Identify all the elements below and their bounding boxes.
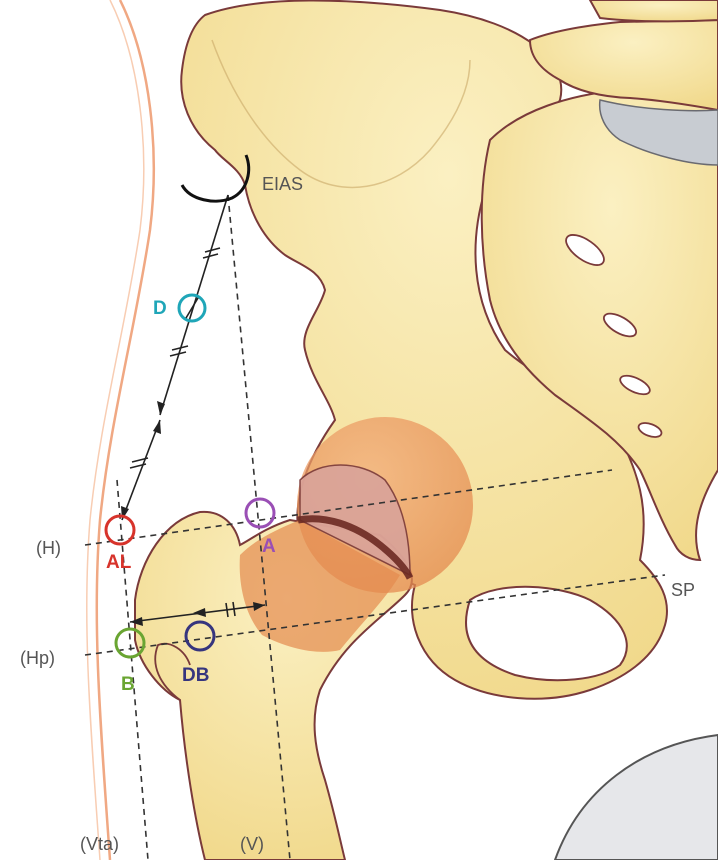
skin-contour: [87, 0, 154, 860]
label-a: A: [262, 536, 276, 557]
label-b: B: [121, 674, 135, 695]
label-db: DB: [182, 665, 209, 686]
label-hp: (Hp): [20, 648, 55, 668]
contralateral-femur-head: [555, 735, 718, 860]
marker-a: [246, 499, 274, 527]
label-al: AL: [106, 552, 132, 573]
label-sp: SP: [671, 580, 695, 600]
label-d: D: [153, 298, 167, 319]
label-vta: (Vta): [80, 834, 119, 854]
label-v: (V): [240, 834, 264, 854]
arrow-al-to-d: [122, 420, 160, 520]
label-eias: EIAS: [262, 174, 303, 194]
label-h: (H): [36, 538, 61, 558]
